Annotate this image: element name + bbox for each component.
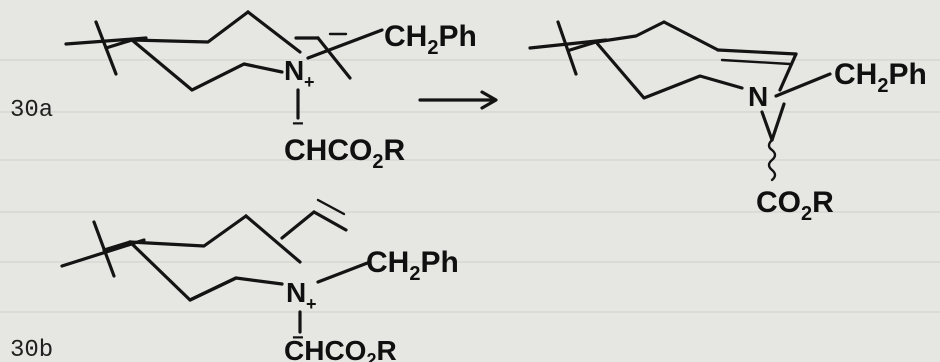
azacycle-ring-product	[594, 20, 798, 100]
compound-label-30b: 30b	[10, 337, 53, 362]
background-ruling	[0, 59, 940, 313]
benzyl-bond-product	[774, 72, 832, 98]
tert-butyl-group-30b	[60, 220, 146, 278]
nitrogen-atom-30a: N	[284, 55, 304, 86]
nitrogen-charge-30a: +	[304, 72, 315, 92]
benzyl-bond-30a	[306, 28, 384, 60]
nitrogen-charge-30b: +	[306, 294, 317, 314]
ester-label-product: CO2R	[756, 186, 834, 225]
tert-butyl-group-30a	[64, 20, 148, 76]
ester-linkage-product	[760, 102, 786, 182]
benzyl-label-product: CH2Ph	[834, 58, 927, 97]
product-structure: N CH2Ph CO2R	[528, 20, 927, 225]
ylide-label-30a: CHCO2R	[284, 134, 405, 173]
reaction-arrow	[418, 90, 498, 110]
benzyl-bond-30b	[316, 260, 372, 284]
compound-label-30a: 30a	[10, 97, 53, 124]
nitrogen-atom-product: N	[748, 81, 768, 112]
ylide-label-30b: CHCO2R	[284, 335, 397, 362]
carbanion-charge-30a: −	[292, 113, 304, 135]
structure-30a: CH2Ph N + − CHCO2R 30a	[10, 10, 477, 173]
benzyl-label-30a: CH2Ph	[384, 20, 477, 59]
tert-butyl-group-product	[528, 20, 608, 76]
benzyl-label-30b: CH2Ph	[366, 246, 459, 285]
vinyl-group-30a	[294, 32, 352, 80]
vinyl-group-30b	[280, 198, 348, 240]
structure-30b: CH2Ph N + − CHCO2R 30b	[10, 198, 459, 362]
carbanion-charge-30b: −	[292, 327, 304, 349]
piperidine-ring-30a	[130, 10, 302, 92]
piperidine-ring-30b	[128, 214, 302, 302]
nitrogen-atom-30b: N	[286, 277, 306, 308]
